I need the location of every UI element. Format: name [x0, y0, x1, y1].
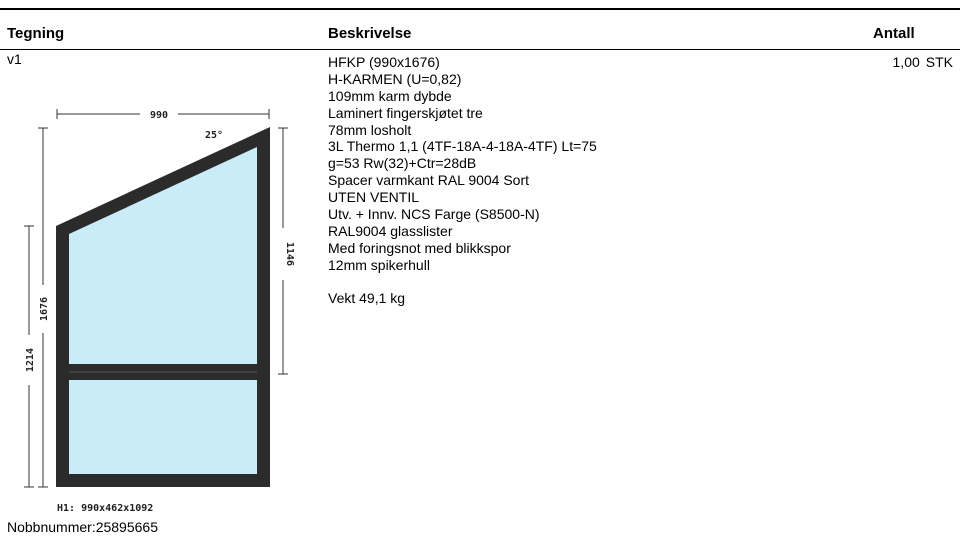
width-dimension-label: 990	[150, 110, 168, 121]
description-line: HFKP (990x1676)	[328, 54, 440, 70]
upper-glass-pane	[69, 147, 257, 364]
lower-glass-pane	[69, 380, 257, 474]
description-line: 78mm losholt	[328, 121, 412, 138]
description-line: Vekt 49,1 kg	[328, 290, 406, 307]
description-line: Utv. + Innv. NCS Farge (S8500-N)	[328, 206, 540, 223]
total-height-dimension	[38, 127, 48, 488]
quantity-value: 1,00	[892, 54, 920, 70]
description-line: UTEN VENTIL	[328, 189, 420, 206]
description-line: 12mm spikerhull	[328, 256, 430, 273]
description-line: g=53 Rw(32)+Ctr=28dB	[328, 155, 477, 172]
description-line	[328, 274, 597, 291]
quantity-unit: STK	[925, 54, 953, 70]
nobb-number: Nobbnummer:25895665	[7, 519, 158, 535]
quantity-cell: 1,00 STK	[893, 54, 953, 70]
angle-label: 25°	[205, 130, 223, 141]
right-height-dimension	[278, 127, 288, 375]
column-header-drawing: Tegning	[7, 25, 65, 42]
width-dimension	[56, 109, 270, 119]
header-rule	[0, 49, 960, 50]
column-header-description: Beskrivelse	[328, 25, 412, 42]
panel-label: H1: 990x462x1092	[57, 503, 153, 514]
top-rule	[0, 8, 960, 10]
lower-height-label: 1214	[25, 348, 36, 372]
right-height-label: 1146	[284, 242, 295, 266]
description-line: RAL9004 glasslister	[328, 222, 453, 239]
window-drawing: 990 25° 1676 1214 1146 H1: 990x462x1092	[24, 109, 295, 514]
description-line: H-KARMEN (U=0,82)	[328, 70, 462, 87]
lower-height-dimension	[24, 225, 34, 488]
total-height-label: 1676	[39, 297, 50, 321]
description-line: Med foringsnot med blikkspor	[328, 239, 511, 256]
description-list: HFKP (990x1676) H-KARMEN (U=0,82) 109mm …	[328, 54, 597, 307]
description-line: Spacer varmkant RAL 9004 Sort	[328, 172, 530, 189]
variant-label: v1	[7, 51, 22, 67]
description-line: 109mm karm dybde	[328, 87, 452, 104]
description-line: Laminert fingerskjøtet tre	[328, 104, 483, 121]
description-line: 3L Thermo 1,1 (4TF-18A-4-18A-4TF) Lt=75	[328, 138, 597, 155]
column-header-quantity: Antall	[873, 25, 915, 42]
